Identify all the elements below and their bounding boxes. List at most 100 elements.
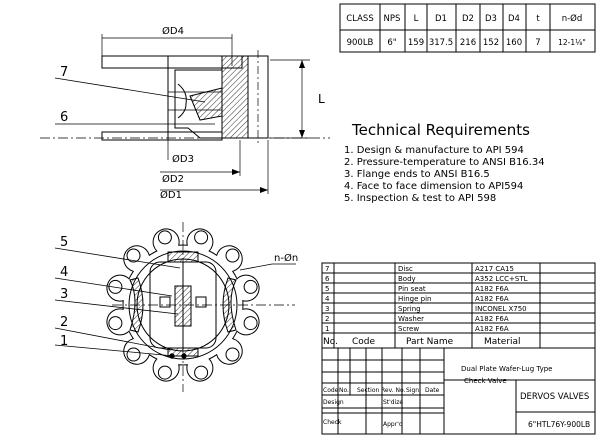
bolt-hole [108, 316, 123, 331]
bolt-hole [157, 230, 172, 245]
part-row-no: 6 [325, 275, 330, 283]
drawing-number: 6"HTL76Y-900LB [528, 420, 590, 429]
tb-check: Check [323, 419, 342, 426]
part-row-name: Washer [398, 315, 424, 323]
dim-d4: ØD4 [162, 25, 184, 37]
spec-value-class: 900LB [347, 38, 374, 48]
bolt-hole [126, 347, 141, 362]
part-row-name: Screw [398, 325, 419, 333]
bolt-hole [243, 316, 258, 331]
drawing-subtitle: Check Valve [464, 377, 507, 385]
spec-header-d1: D1 [435, 14, 447, 24]
part-row-name: Spring [398, 305, 421, 313]
tb-design: Design [323, 399, 344, 406]
parts-header-no: No. [323, 337, 338, 347]
tb-col-section: Section [357, 387, 379, 394]
tb-col-no: No. [339, 387, 349, 394]
callout-7: 7 [60, 65, 68, 80]
callout-5: 5 [60, 235, 68, 250]
spec-value-nd: 12-1⅛" [558, 38, 586, 47]
spec-header-nd: n-Ød [562, 13, 583, 24]
part-row-name: Hinge pin [398, 295, 431, 303]
dim-d3: ØD3 [172, 153, 194, 165]
spec-header-d2: D2 [462, 14, 474, 24]
parts-list-header: No. Code Part Name Material [323, 337, 521, 347]
bolt-hole [157, 365, 172, 380]
spec-header-t: t [536, 14, 540, 24]
parts-header-code: Code [352, 337, 376, 347]
part-row-material: A182 F6A [475, 295, 509, 303]
tb-stdize: St'dize [383, 399, 403, 406]
part-row-material: A182 F6A [475, 315, 509, 323]
spec-value-nps: 6" [387, 38, 396, 48]
spec-headers: CLASS NPS L D1 D2 D3 D4 t n-Ød [346, 13, 582, 24]
dim-bolts: n-Øn [274, 252, 298, 264]
bolt-hole [194, 230, 209, 245]
spec-value-l: 159 [408, 38, 424, 48]
spec-header-d3: D3 [485, 14, 497, 24]
requirement-5: 5. Inspection & test to API 598 [344, 193, 496, 204]
spec-value-d2: 216 [460, 38, 476, 48]
spec-value-d1: 317.5 [429, 38, 453, 48]
parts-header-name: Part Name [406, 337, 454, 347]
part-row-name: Body [398, 275, 416, 283]
callout-1: 1 [60, 334, 68, 349]
parts-header-material: Material [484, 337, 521, 347]
tb-col-sign: Sign [406, 387, 419, 394]
part-row-name: Disc [398, 265, 413, 273]
requirement-3: 3. Flange ends to ANSI B16.5 [344, 169, 490, 180]
spec-table [339, 3, 596, 53]
company-name: DERVOS VALVES [520, 392, 589, 402]
part-row-no: 5 [325, 285, 329, 293]
spec-header-class: CLASS [346, 14, 373, 24]
part-row-no: 2 [325, 315, 329, 323]
front-view [54, 222, 296, 392]
spec-value-t: 7 [535, 38, 540, 48]
requirement-4: 4. Face to face dimension to API594 [344, 181, 523, 192]
front-labels: 5 4 3 2 1 n-Øn [60, 235, 298, 349]
title-block-grid [321, 347, 596, 435]
drawing-title: Dual Plate Wafer-Lug Type [461, 365, 552, 373]
dim-l: L [318, 92, 325, 106]
bolt-hole [194, 365, 209, 380]
technical-requirements: Technical Requirements 1. Design & manuf… [344, 121, 545, 204]
spec-values: 900LB 6" 159 317.5 216 152 160 7 12-1⅛" [347, 38, 586, 48]
bolt-hole [243, 279, 258, 294]
lug-outline [106, 228, 260, 382]
parts-list-rows: 7 Disc A217 CA15 6 Body A352 LCC+STL 5 P… [325, 265, 528, 333]
bolt-hole [108, 279, 123, 294]
callout-4: 4 [60, 265, 68, 280]
part-row-no: 3 [325, 305, 329, 313]
tb-col-rev: Rev. No. [381, 387, 406, 394]
requirements-title: Technical Requirements [351, 121, 530, 139]
spec-header-l: L [414, 14, 419, 24]
section-labels: ØD4 L ØD3 ØD2 ØD1 7 6 [60, 25, 325, 201]
part-row-material: A182 F6A [475, 325, 509, 333]
tb-col-code: Code [323, 387, 339, 394]
section-view [40, 34, 330, 194]
bolt-hole [126, 248, 141, 263]
spec-header-d4: D4 [508, 14, 520, 24]
bolt-hole [225, 347, 240, 362]
callout-3: 3 [60, 287, 68, 302]
callout-2: 2 [60, 315, 68, 330]
dim-d2: ØD2 [162, 173, 184, 185]
bolt-holes [108, 230, 258, 380]
parts-list-grid [321, 262, 596, 349]
requirement-1: 1. Design & manufacture to API 594 [344, 145, 524, 156]
tb-col-date: Date [425, 387, 440, 394]
bolt-hole [225, 248, 240, 263]
part-row-material: A352 LCC+STL [475, 275, 528, 283]
title-block-text: Dual Plate Wafer-Lug Type Check Valve DE… [323, 365, 590, 429]
tb-apprd: Appr'd [383, 421, 403, 428]
part-row-no: 4 [325, 295, 330, 303]
dim-d1: ØD1 [160, 189, 182, 201]
part-row-no: 1 [325, 325, 329, 333]
spec-value-d3: 152 [483, 38, 499, 48]
part-row-material: A217 CA15 [475, 265, 514, 273]
spec-value-d4: 160 [506, 38, 522, 48]
requirement-2: 2. Pressure-temperature to ANSI B16.34 [344, 157, 545, 168]
part-row-no: 7 [325, 265, 329, 273]
